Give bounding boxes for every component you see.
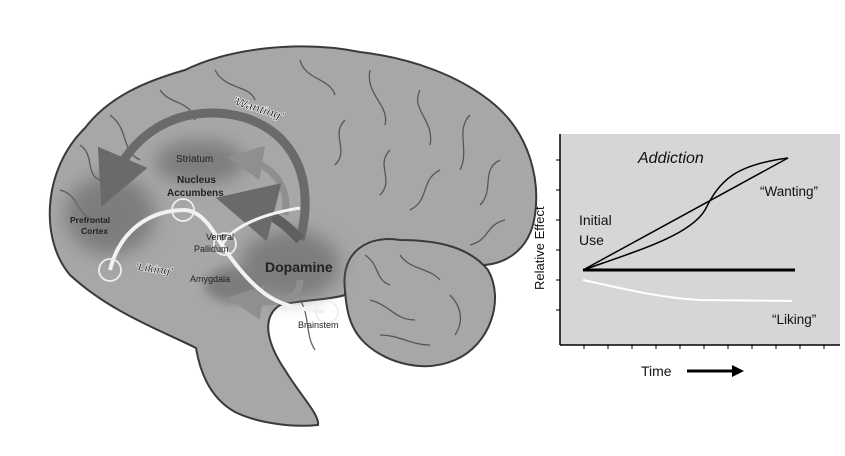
label-brainstem: Brainstem bbox=[298, 320, 339, 330]
wanting-sigmoid-line bbox=[582, 157, 789, 271]
graph-panel bbox=[560, 134, 840, 345]
y-axis-label: Relative Effect bbox=[532, 206, 547, 290]
lower-loop-arrow bbox=[227, 279, 304, 320]
x-ticks bbox=[583, 345, 825, 349]
liking-line bbox=[582, 279, 793, 302]
x-axis-label: Time bbox=[641, 363, 672, 379]
y-ticks bbox=[556, 159, 560, 311]
accumbens-loop-arrow bbox=[227, 145, 290, 216]
label-nucleus: Nucleus bbox=[177, 175, 216, 186]
label-cortex: Cortex bbox=[81, 226, 108, 236]
liking-pathway-branch bbox=[220, 206, 301, 246]
label-ventral: Ventral bbox=[206, 232, 234, 242]
label-wanting-curve: “Wanting” bbox=[760, 184, 818, 199]
graph-title: Addiction bbox=[637, 150, 704, 167]
label-initial: Initial bbox=[579, 212, 612, 228]
cerebellum bbox=[343, 238, 497, 368]
addiction-graph: Addiction Initial Use “Wanting” “Liking”… bbox=[532, 134, 840, 379]
label-use: Use bbox=[579, 232, 604, 248]
label-dopamine: Dopamine bbox=[265, 259, 333, 275]
brain-diagram: Striatum Nucleus Accumbens Prefrontal Co… bbox=[48, 45, 538, 427]
label-accumbens: Accumbens bbox=[167, 188, 224, 199]
wanting-arc-arrow bbox=[97, 108, 310, 242]
wanting-straight-line bbox=[582, 157, 789, 271]
label-amygdala: Amygdala bbox=[190, 274, 230, 284]
label-pallidum: Pallidum bbox=[194, 244, 229, 254]
dopamine-arrow bbox=[215, 183, 304, 244]
label-liking-curve: “Liking” bbox=[772, 312, 816, 327]
label-liking: 'Liking' bbox=[135, 261, 174, 278]
hotspots bbox=[98, 198, 339, 324]
label-prefrontal: Prefrontal bbox=[70, 215, 110, 225]
brain-sulci bbox=[59, 59, 506, 351]
label-striatum: Striatum bbox=[176, 154, 213, 165]
